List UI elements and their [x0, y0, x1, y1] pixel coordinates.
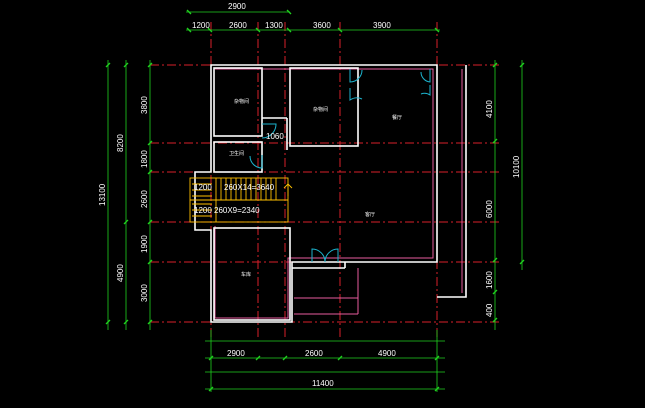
dim-right-4100: 4100	[485, 100, 494, 118]
dim-bottom-2: 2600	[305, 349, 323, 358]
room-labels: 杂物间 杂物间 餐厅 卫生间 客厅 车库	[229, 98, 402, 278]
room-bath: 卫生间	[229, 150, 244, 157]
room-living: 客厅	[365, 211, 375, 218]
dim-top-4: 3600	[313, 21, 331, 30]
dim-left-3000: 3000	[140, 284, 149, 302]
dim-top-2: 2600	[229, 21, 247, 30]
dim-right-400: 400	[485, 303, 494, 317]
stair-note-1: 1200	[194, 183, 212, 192]
dim-bottom-total: 11400	[312, 379, 334, 388]
dim-left-3800: 3800	[140, 96, 149, 114]
dim-right-1600: 1600	[485, 271, 494, 289]
dim-top-1: 1200	[192, 21, 210, 30]
dim-left-1900: 1900	[140, 235, 149, 253]
dim-left-1800: 1800	[140, 150, 149, 168]
dim-right-total: 10100	[512, 155, 521, 178]
dim-left-2600: 2600	[140, 190, 149, 208]
dim-bottom-3: 4900	[378, 349, 396, 358]
stair-note-2: 260X14=3640	[224, 183, 275, 192]
dim-top-5: 3900	[373, 21, 391, 30]
room-garage: 车库	[241, 271, 251, 278]
dim-bottom-1: 2900	[227, 349, 245, 358]
dim-left-total: 13100	[98, 183, 107, 206]
dim-left-4900: 4900	[116, 264, 125, 282]
dimension-lines	[105, 9, 525, 392]
room-dining: 餐厅	[392, 114, 402, 121]
dim-right-6000: 6000	[485, 200, 494, 218]
doors	[249, 69, 431, 263]
walls	[194, 64, 467, 323]
stair-note-4: 260X9=2340	[214, 206, 260, 215]
staircase	[189, 177, 293, 223]
room-storage-left: 杂物间	[234, 98, 249, 105]
dimension-labels: 2900 1200 2600 1300 3600 3900 2900 2600 …	[98, 2, 521, 388]
dim-top-total: 2900	[228, 2, 246, 11]
dim-left-8200: 8200	[116, 134, 125, 152]
stair-note-3: 1200	[194, 206, 212, 215]
dim-top-3: 1300	[265, 21, 283, 30]
room-storage-mid: 杂物间	[313, 106, 328, 113]
door-width-label: 1060	[266, 132, 284, 141]
